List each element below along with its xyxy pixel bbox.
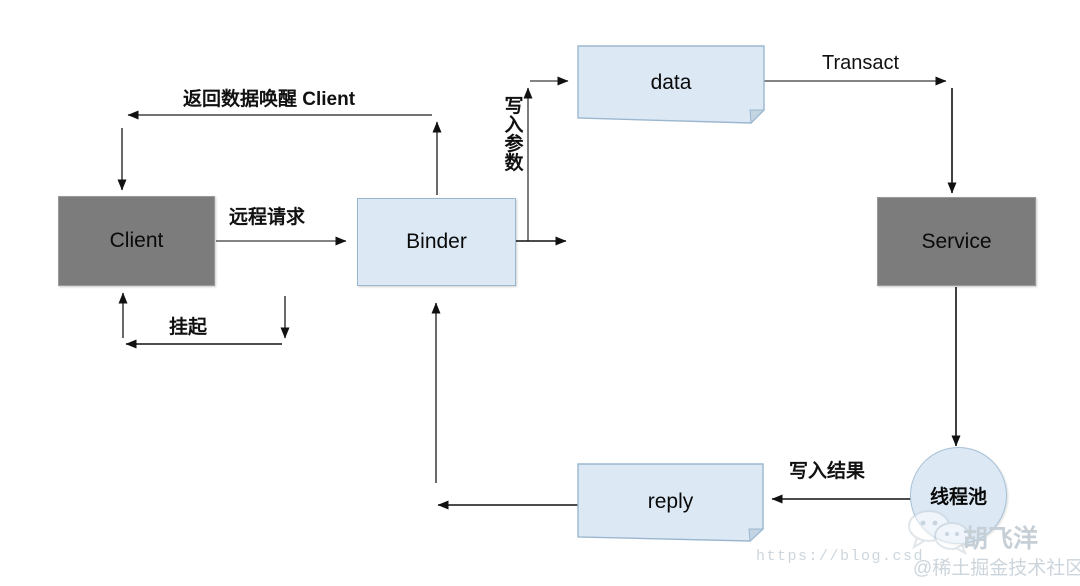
node-client[interactable]: Client [58, 196, 215, 286]
watermark-org-text: @稀土掘金技术社区 [913, 558, 1080, 579]
node-data-shape [577, 45, 766, 125]
node-reply-shape [577, 463, 765, 543]
watermark-url-text: https://blog.csd [756, 548, 925, 565]
watermark-author: 胡飞洋 [963, 519, 1038, 555]
watermark-author-text: 胡飞洋 [963, 525, 1039, 553]
edge-wake-client [117, 110, 442, 195]
edge-label-suspend: 挂起 [169, 317, 208, 339]
edge-label-remote-request: 远程请求 [229, 207, 306, 229]
node-threadpool-label: 线程池 [929, 487, 987, 508]
edge-suspend [118, 292, 290, 349]
write-params-char-4: 数 [504, 153, 524, 174]
write-params-char-3: 参 [504, 134, 524, 155]
node-binder[interactable]: Binder [357, 198, 516, 286]
edge-label-write-params: 写 入 参 数 [503, 97, 525, 173]
edge-label-suspend-text: 挂起 [169, 317, 208, 338]
edge-label-wake-client: 返回数据唤醒 Client [183, 89, 356, 111]
edge-label-transact: Transact [822, 52, 899, 74]
node-service[interactable]: Service [877, 197, 1036, 286]
write-params-char-2: 入 [504, 115, 524, 136]
node-service-label: Service [921, 229, 992, 253]
node-client-label: Client [109, 229, 164, 252]
edge-reply-binder [431, 302, 578, 510]
node-binder-label: Binder [406, 230, 467, 253]
edge-label-write-result: 写入结果 [789, 461, 866, 483]
watermark-org: @稀土掘金技术社区 [913, 553, 1080, 580]
edge-label-wake-client-text: 返回数据唤醒 Client [183, 89, 356, 110]
edge-label-remote-request-text: 远程请求 [229, 207, 306, 228]
edge-label-transact-text: Transact [822, 52, 900, 74]
edge-label-write-result-text: 写入结果 [789, 461, 866, 482]
edge-write-params [516, 76, 569, 246]
edge-transact [764, 76, 957, 194]
watermark-url: https://blog.csd [756, 548, 924, 565]
wechat-icon [908, 510, 970, 555]
write-params-char-1: 写 [504, 96, 524, 117]
